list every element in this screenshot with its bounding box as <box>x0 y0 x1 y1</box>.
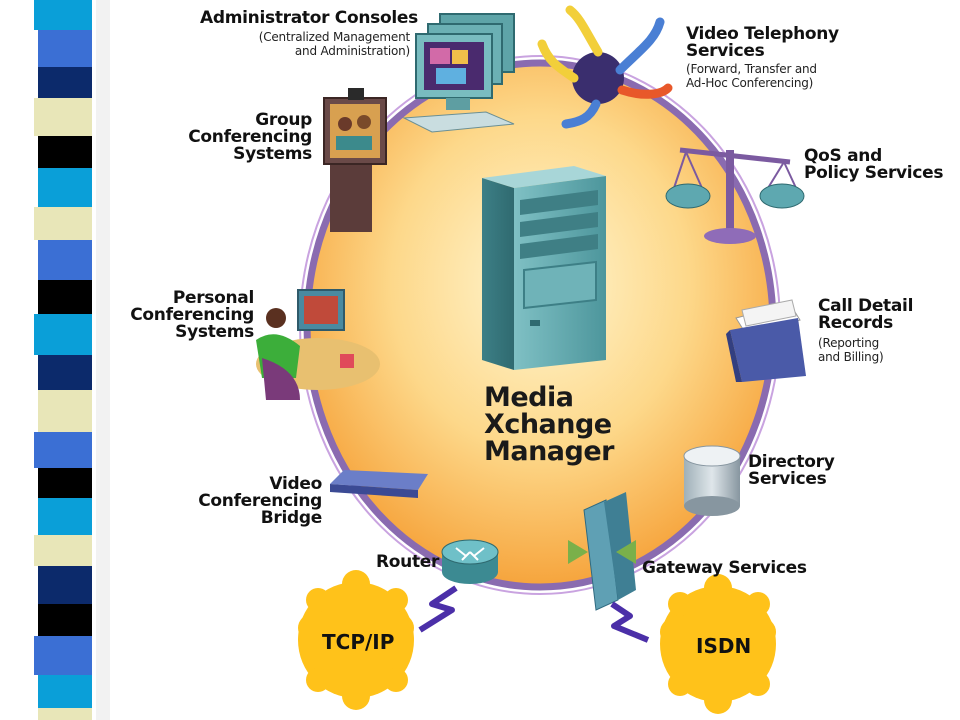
stripe-block <box>38 708 92 720</box>
group-line: Conferencing <box>188 127 312 147</box>
qos-title: QoS and Policy Services <box>804 148 943 182</box>
network-cloud-icon <box>660 574 776 714</box>
bridge-line: Bridge <box>260 508 323 528</box>
stripe-block <box>38 390 92 432</box>
cdr-line: Records <box>818 313 893 333</box>
directory-title: Directory Services <box>748 454 835 488</box>
folder-documents-icon <box>726 299 806 382</box>
stripe-block <box>34 636 92 675</box>
globe-arrows-icon <box>537 5 673 129</box>
stripe-block <box>38 136 92 168</box>
stripe-block <box>38 240 92 280</box>
isdn-link <box>610 601 650 643</box>
group-line: Group <box>255 110 312 130</box>
personal-conferencing-title: Personal Conferencing Systems <box>120 290 254 341</box>
admin-consoles-title: Administrator Consoles <box>200 8 418 28</box>
stripe-block <box>38 168 92 207</box>
scale-icon <box>665 147 805 244</box>
stripe-block <box>34 207 92 240</box>
isdn-label: ISDN <box>696 634 752 658</box>
directory-line: Directory <box>748 452 835 472</box>
stripe-block <box>38 675 92 708</box>
personal-line: Conferencing <box>130 305 254 325</box>
admin-sub-line: (Centralized Management <box>258 30 410 44</box>
personal-line: Personal <box>172 288 254 308</box>
bridge-device-icon <box>330 470 428 498</box>
stripe-block <box>38 604 92 636</box>
decorative-stripe <box>0 0 110 720</box>
stripe-block <box>34 0 92 30</box>
center-title-line: Manager <box>484 436 614 467</box>
stripe-block <box>38 280 92 314</box>
stripe-block <box>38 67 92 98</box>
stripe-block <box>38 566 92 604</box>
directory-line: Services <box>748 469 827 489</box>
stripe-block <box>38 468 92 498</box>
cdr-title: Call Detail Records <box>818 298 913 332</box>
tcpip-link <box>418 585 458 633</box>
qos-line: QoS and <box>804 146 882 166</box>
computer-monitor-icon <box>402 13 515 133</box>
gateway-title: Gateway Services <box>642 558 807 578</box>
admin-consoles-sub: (Centralized Management and Administrati… <box>200 30 410 58</box>
server-tower-icon <box>482 166 606 370</box>
router-icon <box>441 539 499 584</box>
stripe-block <box>34 432 92 468</box>
personal-line: Systems <box>175 322 254 342</box>
stripe-block <box>34 314 92 355</box>
person-at-desk-icon <box>256 289 380 400</box>
stripe-block <box>38 30 92 67</box>
cdr-sub-line: and Billing) <box>818 350 884 364</box>
qos-line: Policy Services <box>804 163 944 183</box>
group-conferencing-title: Group Conferencing Systems <box>180 112 312 163</box>
stripe-block <box>34 98 92 136</box>
center-title-line: Media <box>484 382 574 413</box>
router-title: Router <box>376 552 440 572</box>
admin-sub-line: and Administration) <box>294 44 410 58</box>
stripe-block <box>34 535 92 566</box>
network-cloud-icon <box>298 570 414 710</box>
gateway-icon <box>568 492 636 611</box>
bridge-line: Conferencing <box>198 491 322 511</box>
video-telephony-sub: (Forward, Transfer and Ad-Hoc Conferenci… <box>686 62 817 90</box>
stripe-block <box>38 355 92 390</box>
tcpip-label: TCP/IP <box>322 630 395 654</box>
cdr-sub-line: (Reporting <box>818 336 880 350</box>
cdr-sub: (Reporting and Billing) <box>818 336 884 364</box>
video-telephony-line: Services <box>686 41 765 61</box>
video-telephony-sub-line: (Forward, Transfer and <box>686 62 817 76</box>
video-telephony-title: Video Telephony Services <box>686 26 839 60</box>
center-title-line: Xchange <box>484 409 612 440</box>
center-title: Media Xchange Manager <box>484 384 614 465</box>
database-cylinder-icon <box>683 445 741 516</box>
cdr-line: Call Detail <box>818 296 914 316</box>
video-conference-cabinet-icon <box>323 88 387 232</box>
video-telephony-line: Video Telephony <box>686 24 839 44</box>
bridge-line: Video <box>269 474 322 494</box>
video-telephony-sub-line: Ad-Hoc Conferencing) <box>686 76 814 90</box>
bridge-title: Video Conferencing Bridge <box>180 476 322 527</box>
stripe-block <box>38 498 92 535</box>
group-line: Systems <box>233 144 312 164</box>
